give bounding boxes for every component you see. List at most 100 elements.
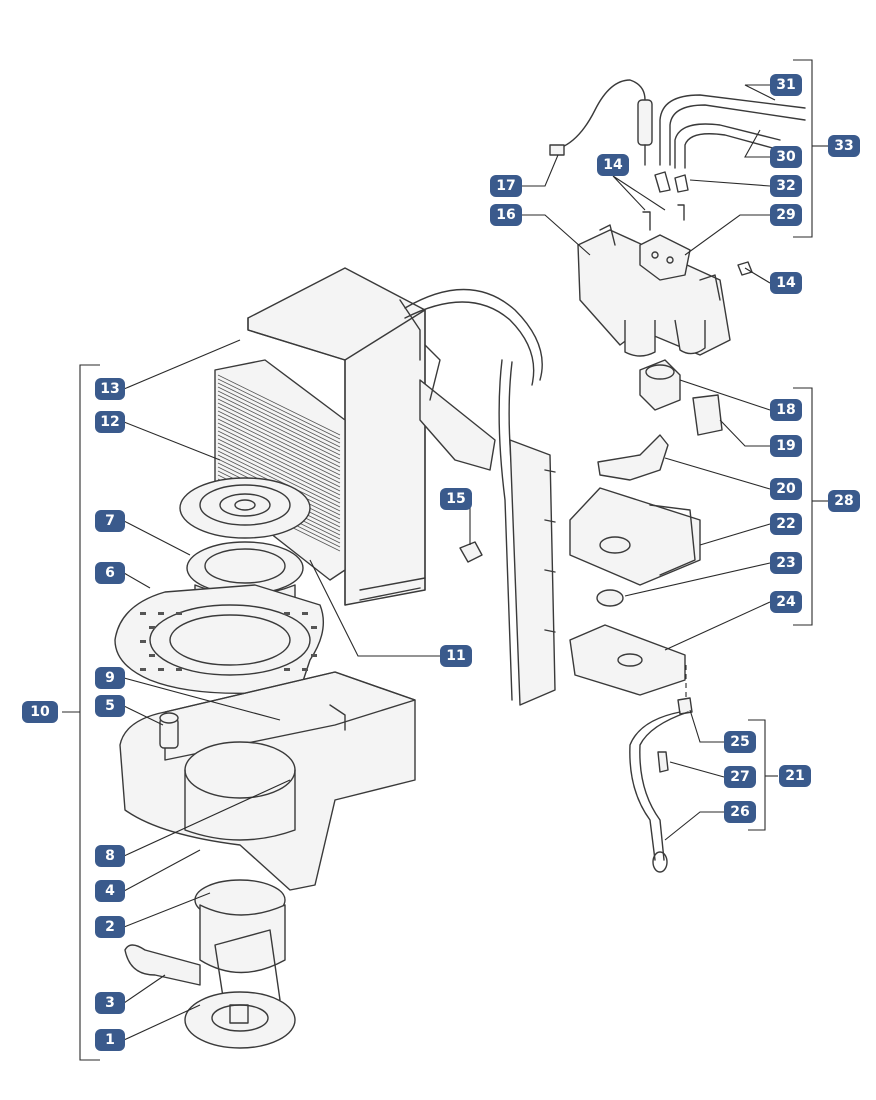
- label-19-text: 19: [776, 438, 795, 454]
- tray-hole: [158, 668, 164, 671]
- label-5: 5: [95, 695, 125, 717]
- tray-hole: [284, 612, 290, 615]
- tray-hole: [311, 626, 317, 629]
- grill-stripe: [217, 390, 341, 452]
- label-13: 13: [95, 378, 125, 400]
- label-26-text: 26: [730, 804, 749, 820]
- clip-drawing: [459, 541, 483, 563]
- grill-stripe: [217, 426, 341, 488]
- grill-stripe: [217, 382, 341, 444]
- label-9: 9: [95, 667, 125, 689]
- label-33-text: 33: [834, 138, 853, 154]
- lower-assembly-drawing: [124, 879, 296, 1049]
- label-4-text: 4: [105, 883, 115, 899]
- grill-stripe: [217, 414, 341, 476]
- label-31: 31: [770, 74, 802, 96]
- grill-stripe: [217, 450, 341, 512]
- tray-hole: [149, 626, 155, 629]
- grill-panel-drawing: [214, 359, 346, 581]
- label-24: 24: [770, 591, 802, 613]
- tubes-drawing: [659, 94, 806, 169]
- grill-stripe: [217, 422, 341, 484]
- label-8-text: 8: [105, 848, 115, 864]
- label-18-text: 18: [776, 402, 795, 418]
- valve-housing-drawing: [577, 224, 731, 357]
- label-21: 21: [779, 765, 811, 787]
- label-16: 16: [490, 204, 522, 226]
- tray-hole: [140, 640, 146, 643]
- tray-hole: [302, 668, 308, 671]
- label-30-text: 30: [776, 149, 796, 165]
- part-drawings: [114, 79, 806, 1049]
- label-14-right: 14: [770, 272, 802, 294]
- label-26: 26: [724, 801, 756, 823]
- label-20-text: 20: [776, 481, 796, 497]
- grill-stripe: [217, 410, 341, 472]
- tray-hole: [302, 612, 308, 615]
- label-27: 27: [724, 766, 756, 788]
- label-19: 19: [770, 435, 802, 457]
- label-15: 15: [440, 488, 472, 510]
- label-10: 10: [22, 701, 58, 723]
- tray-hole: [176, 612, 182, 615]
- label-11: 11: [440, 645, 472, 667]
- label-28-text: 28: [834, 493, 853, 509]
- grill-stripe: [217, 434, 341, 496]
- label-29-text: 29: [776, 207, 795, 223]
- label-23-text: 23: [776, 555, 795, 571]
- label-3-text: 3: [105, 995, 115, 1011]
- label-11-text: 11: [446, 648, 465, 664]
- label-8: 8: [95, 845, 125, 867]
- grill-stripe: [217, 402, 341, 464]
- tray-hole: [311, 654, 317, 657]
- grill-stripe: [217, 430, 341, 492]
- label-2-text: 2: [105, 919, 115, 935]
- label-10-text: 10: [30, 704, 50, 720]
- label-6: 6: [95, 562, 125, 584]
- brew-unit-drawing: [569, 434, 701, 696]
- label-25: 25: [724, 731, 756, 753]
- drain-hose-drawing: [629, 697, 693, 873]
- label-7: 7: [95, 510, 125, 532]
- valve-parts-drawing: [639, 359, 723, 436]
- label-21-text: 21: [785, 768, 804, 784]
- grill-stripe: [217, 374, 341, 436]
- label-14-top-text: 14: [603, 157, 623, 173]
- tray-hole: [149, 654, 155, 657]
- label-7-text: 7: [105, 513, 115, 529]
- label-4: 4: [95, 880, 125, 902]
- label-23: 23: [770, 552, 802, 574]
- label-28: 28: [828, 490, 860, 512]
- label-6-text: 6: [105, 565, 115, 581]
- label-30: 30: [770, 146, 802, 168]
- label-17-text: 17: [496, 178, 515, 194]
- label-14-top: 14: [597, 154, 629, 176]
- label-22: 22: [770, 513, 802, 535]
- grill-stripe: [217, 406, 341, 468]
- label-24-text: 24: [776, 594, 796, 610]
- sensor-cable-drawing: [549, 79, 653, 166]
- tray-hole: [158, 612, 164, 615]
- label-badges: 13 12 7 6 9 5 10 8 4 2 3 1 11 15 17 16 1…: [22, 74, 860, 1051]
- label-1-text: 1: [105, 1032, 115, 1048]
- grill-stripe: [217, 438, 341, 500]
- label-32-text: 32: [776, 178, 795, 194]
- label-12: 12: [95, 411, 125, 433]
- label-33: 33: [828, 135, 860, 157]
- grill-stripe: [217, 442, 341, 504]
- label-3: 3: [95, 992, 125, 1014]
- label-32: 32: [770, 175, 802, 197]
- label-18: 18: [770, 399, 802, 421]
- label-5-text: 5: [105, 698, 115, 714]
- label-9-text: 9: [105, 670, 115, 686]
- label-22-text: 22: [776, 516, 795, 532]
- label-25-text: 25: [730, 734, 749, 750]
- valve-block-drawing: [639, 171, 753, 281]
- label-1: 1: [95, 1029, 125, 1051]
- label-14-right-text: 14: [776, 275, 796, 291]
- label-29: 29: [770, 204, 802, 226]
- label-16-text: 16: [496, 207, 515, 223]
- grill-stripe: [217, 446, 341, 508]
